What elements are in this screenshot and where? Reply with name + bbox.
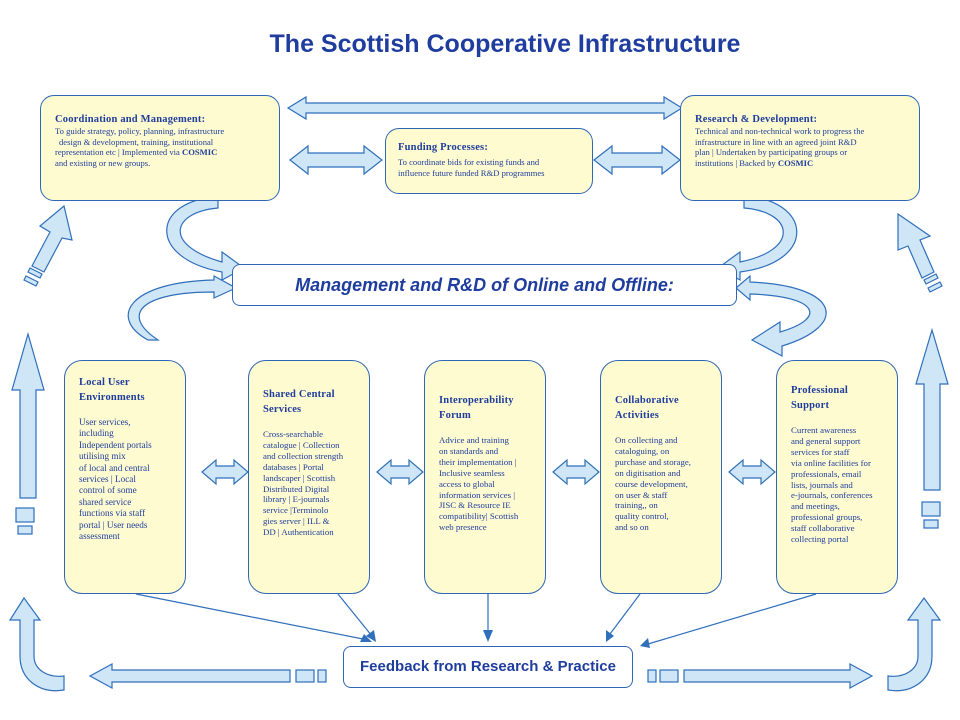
double-arrow-left-funding xyxy=(289,144,383,176)
stripe-left-4 xyxy=(17,525,33,535)
stripe-bottom-3 xyxy=(647,669,657,683)
page-title: The Scottish Cooperative Infrastructure xyxy=(269,30,741,58)
management-band: Management and R&D of Online and Offline… xyxy=(232,264,737,306)
funding-heading: Funding Processes: xyxy=(398,142,489,153)
vertical-arrow-right xyxy=(915,327,949,491)
stripe-right-4 xyxy=(923,519,939,529)
feedback-line-5 xyxy=(647,593,817,645)
corner-arrow-right xyxy=(887,596,942,692)
curved-arrow-right-bottom xyxy=(735,274,827,357)
feedback-line-4 xyxy=(609,593,641,635)
stripe-bottom-1 xyxy=(295,669,315,683)
corner-arrow-left xyxy=(8,596,65,692)
feedback-band: Feedback from Research & Practice xyxy=(343,646,633,688)
coordination-body: To guide strategy, policy, planning, inf… xyxy=(55,126,225,168)
diagonal-arrow-right xyxy=(897,212,935,279)
double-arrow-col-1 xyxy=(201,458,249,486)
feedback-head-2 xyxy=(366,630,376,642)
double-arrow-top xyxy=(286,95,684,121)
feedback-head-3 xyxy=(483,630,493,642)
double-arrow-col-4 xyxy=(728,458,776,486)
stripe-left-1 xyxy=(27,267,43,279)
funding-body: To coordinate bids for existing funds an… xyxy=(398,157,545,178)
stripe-right-1 xyxy=(923,273,939,285)
stripe-left-3 xyxy=(15,507,35,523)
funding-box: Funding Processes: To coordinate bids fo… xyxy=(385,128,593,194)
stripe-right-3 xyxy=(921,501,941,517)
research-heading: Research & Development: xyxy=(695,114,818,125)
diagonal-arrow-left xyxy=(31,204,73,273)
feedback-head-4 xyxy=(606,630,614,642)
research-box: Research & Development: Technical and no… xyxy=(680,95,920,201)
feedback-head-5 xyxy=(640,638,650,648)
vertical-arrow-left xyxy=(11,331,45,499)
curved-arrow-left-top xyxy=(166,196,246,282)
feedback-line-2 xyxy=(337,593,373,637)
double-arrow-right-funding xyxy=(593,144,681,176)
double-arrow-col-2 xyxy=(376,458,424,486)
coordination-box: Coordination and Management: To guide st… xyxy=(40,95,280,201)
stripe-bottom-2 xyxy=(317,669,327,683)
research-body: Technical and non-technical work to prog… xyxy=(695,126,865,168)
feedback-head-1 xyxy=(360,634,372,642)
feedback-line-1 xyxy=(135,593,369,641)
stripe-bottom-4 xyxy=(659,669,679,683)
curved-arrow-left-bottom xyxy=(127,274,238,341)
bottom-arrow-right xyxy=(683,662,874,690)
double-arrow-col-3 xyxy=(552,458,600,486)
coordination-heading: Coordination and Management: xyxy=(55,114,206,125)
stripe-right-2 xyxy=(927,281,943,293)
stripe-left-2 xyxy=(23,275,39,287)
bottom-arrow-left xyxy=(88,662,291,690)
